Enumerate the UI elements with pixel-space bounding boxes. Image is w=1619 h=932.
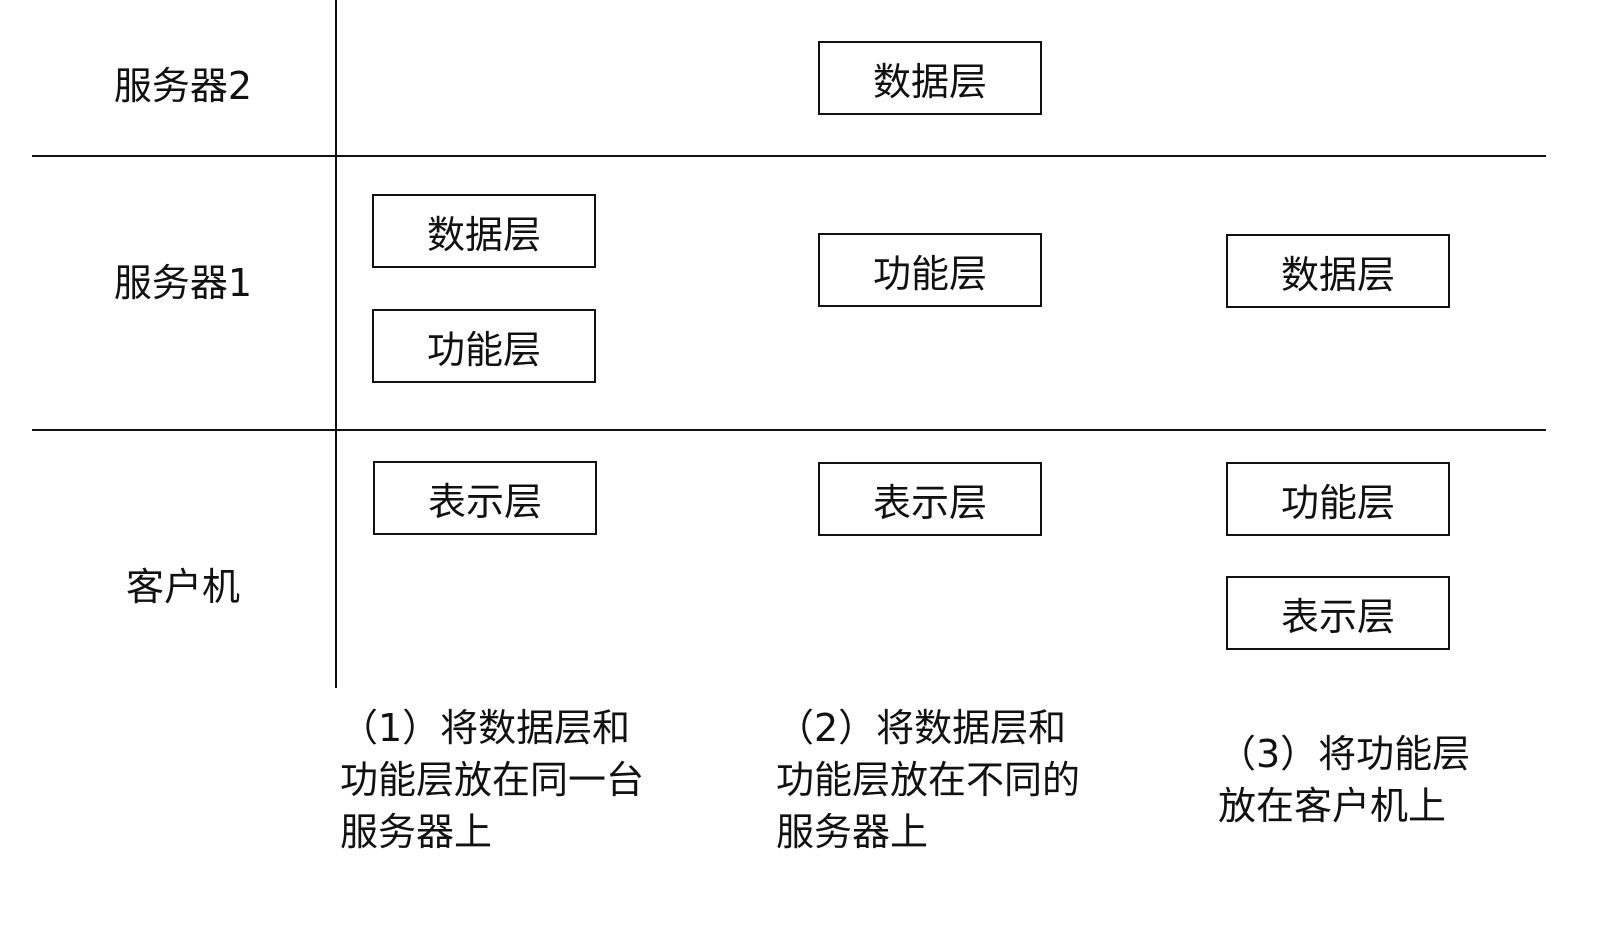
- col3-client-function-layer: 功能层: [1226, 462, 1450, 536]
- row-divider-bottom: [32, 429, 1546, 431]
- caption-col1: （1）将数据层和 功能层放在同一台 服务器上: [340, 702, 644, 858]
- caption-line: 服务器上: [776, 810, 929, 854]
- row-label-client: 客户机: [125, 565, 240, 609]
- row-divider-top: [32, 155, 1546, 157]
- col3-server1-data-layer: 数据层: [1226, 234, 1450, 308]
- caption-line: （1）将数据层和: [340, 706, 631, 750]
- caption-col3: （3）将功能层 放在客户机上: [1218, 728, 1470, 832]
- col3-client-presentation-layer: 表示层: [1226, 576, 1450, 650]
- caption-line: 服务器上: [340, 810, 493, 854]
- caption-line: 功能层放在不同的: [776, 758, 1081, 802]
- row-label-server2: 服务器2: [113, 64, 253, 108]
- col1-server1-function-layer: 功能层: [372, 309, 596, 383]
- caption-line: （3）将功能层: [1218, 732, 1471, 776]
- col2-server2-data-layer: 数据层: [818, 41, 1042, 115]
- vertical-divider: [335, 0, 337, 688]
- caption-line: 放在客户机上: [1218, 784, 1447, 828]
- caption-line: 功能层放在同一台: [340, 758, 645, 802]
- caption-line: （2）将数据层和: [776, 706, 1067, 750]
- row-label-server1: 服务器1: [113, 261, 253, 305]
- col1-server1-data-layer: 数据层: [372, 194, 596, 268]
- col2-server1-function-layer: 功能层: [818, 233, 1042, 307]
- col2-client-presentation-layer: 表示层: [818, 462, 1042, 536]
- col1-client-presentation-layer: 表示层: [373, 461, 597, 535]
- caption-col2: （2）将数据层和 功能层放在不同的 服务器上: [776, 702, 1080, 858]
